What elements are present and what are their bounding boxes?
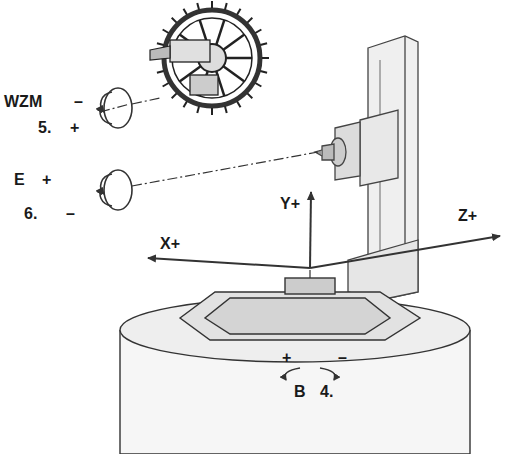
axis-label: X+ xyxy=(160,236,180,252)
axis-label: Y+ xyxy=(280,196,300,212)
rotation-symbol xyxy=(100,88,132,210)
axis-number: 4. xyxy=(320,384,333,400)
coordinate-axis xyxy=(148,192,500,268)
sign: – xyxy=(74,94,83,110)
rotation-symbol xyxy=(285,368,335,380)
sign: + xyxy=(282,350,291,366)
axis-label: Z+ xyxy=(458,208,477,224)
sign: – xyxy=(338,350,347,366)
axis-name: E xyxy=(14,172,25,188)
sign: + xyxy=(42,172,51,188)
axis-number: 5. xyxy=(38,120,51,136)
sign: – xyxy=(66,206,75,222)
axis-name: WZM xyxy=(4,94,42,110)
tool-magazine xyxy=(150,1,269,115)
axis-name: B xyxy=(294,384,306,400)
rotary-table xyxy=(120,278,470,454)
sign: + xyxy=(70,120,79,136)
axis-number: 6. xyxy=(24,206,37,222)
spindle-column xyxy=(315,36,418,300)
